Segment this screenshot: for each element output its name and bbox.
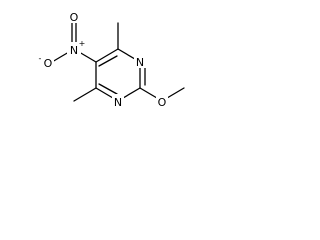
nitro-n-bg <box>67 42 81 56</box>
nitro-o-top-bg <box>67 9 81 23</box>
ring-n-upper-label: N <box>136 56 144 69</box>
nitro-o-left-charge: - <box>39 54 42 63</box>
nitro-o-top-label: O <box>70 11 79 24</box>
ring-n-upper-bg <box>134 54 146 68</box>
chemical-structure: N N O N + O O - <box>39 9 185 109</box>
nitro-o-left-label: O <box>44 57 53 70</box>
bonds <box>51 21 185 102</box>
bond-n3-c4-inner <box>98 83 118 95</box>
bond-c5-c6-inner <box>98 55 118 67</box>
nitro-o-left-bg <box>40 55 54 69</box>
nitro-n-charge: + <box>79 39 86 48</box>
bond-c5-c6 <box>95 48 119 63</box>
atom-labels: N N O N + O O - <box>39 9 168 109</box>
ether-o-bg <box>156 94 168 108</box>
ring-n-lower-label: N <box>114 96 122 109</box>
bond-c4-methyl <box>73 87 97 102</box>
ether-o-label: O <box>158 96 167 109</box>
ring-n-lower-bg <box>112 94 124 108</box>
nitro-n-label: N <box>70 44 78 57</box>
